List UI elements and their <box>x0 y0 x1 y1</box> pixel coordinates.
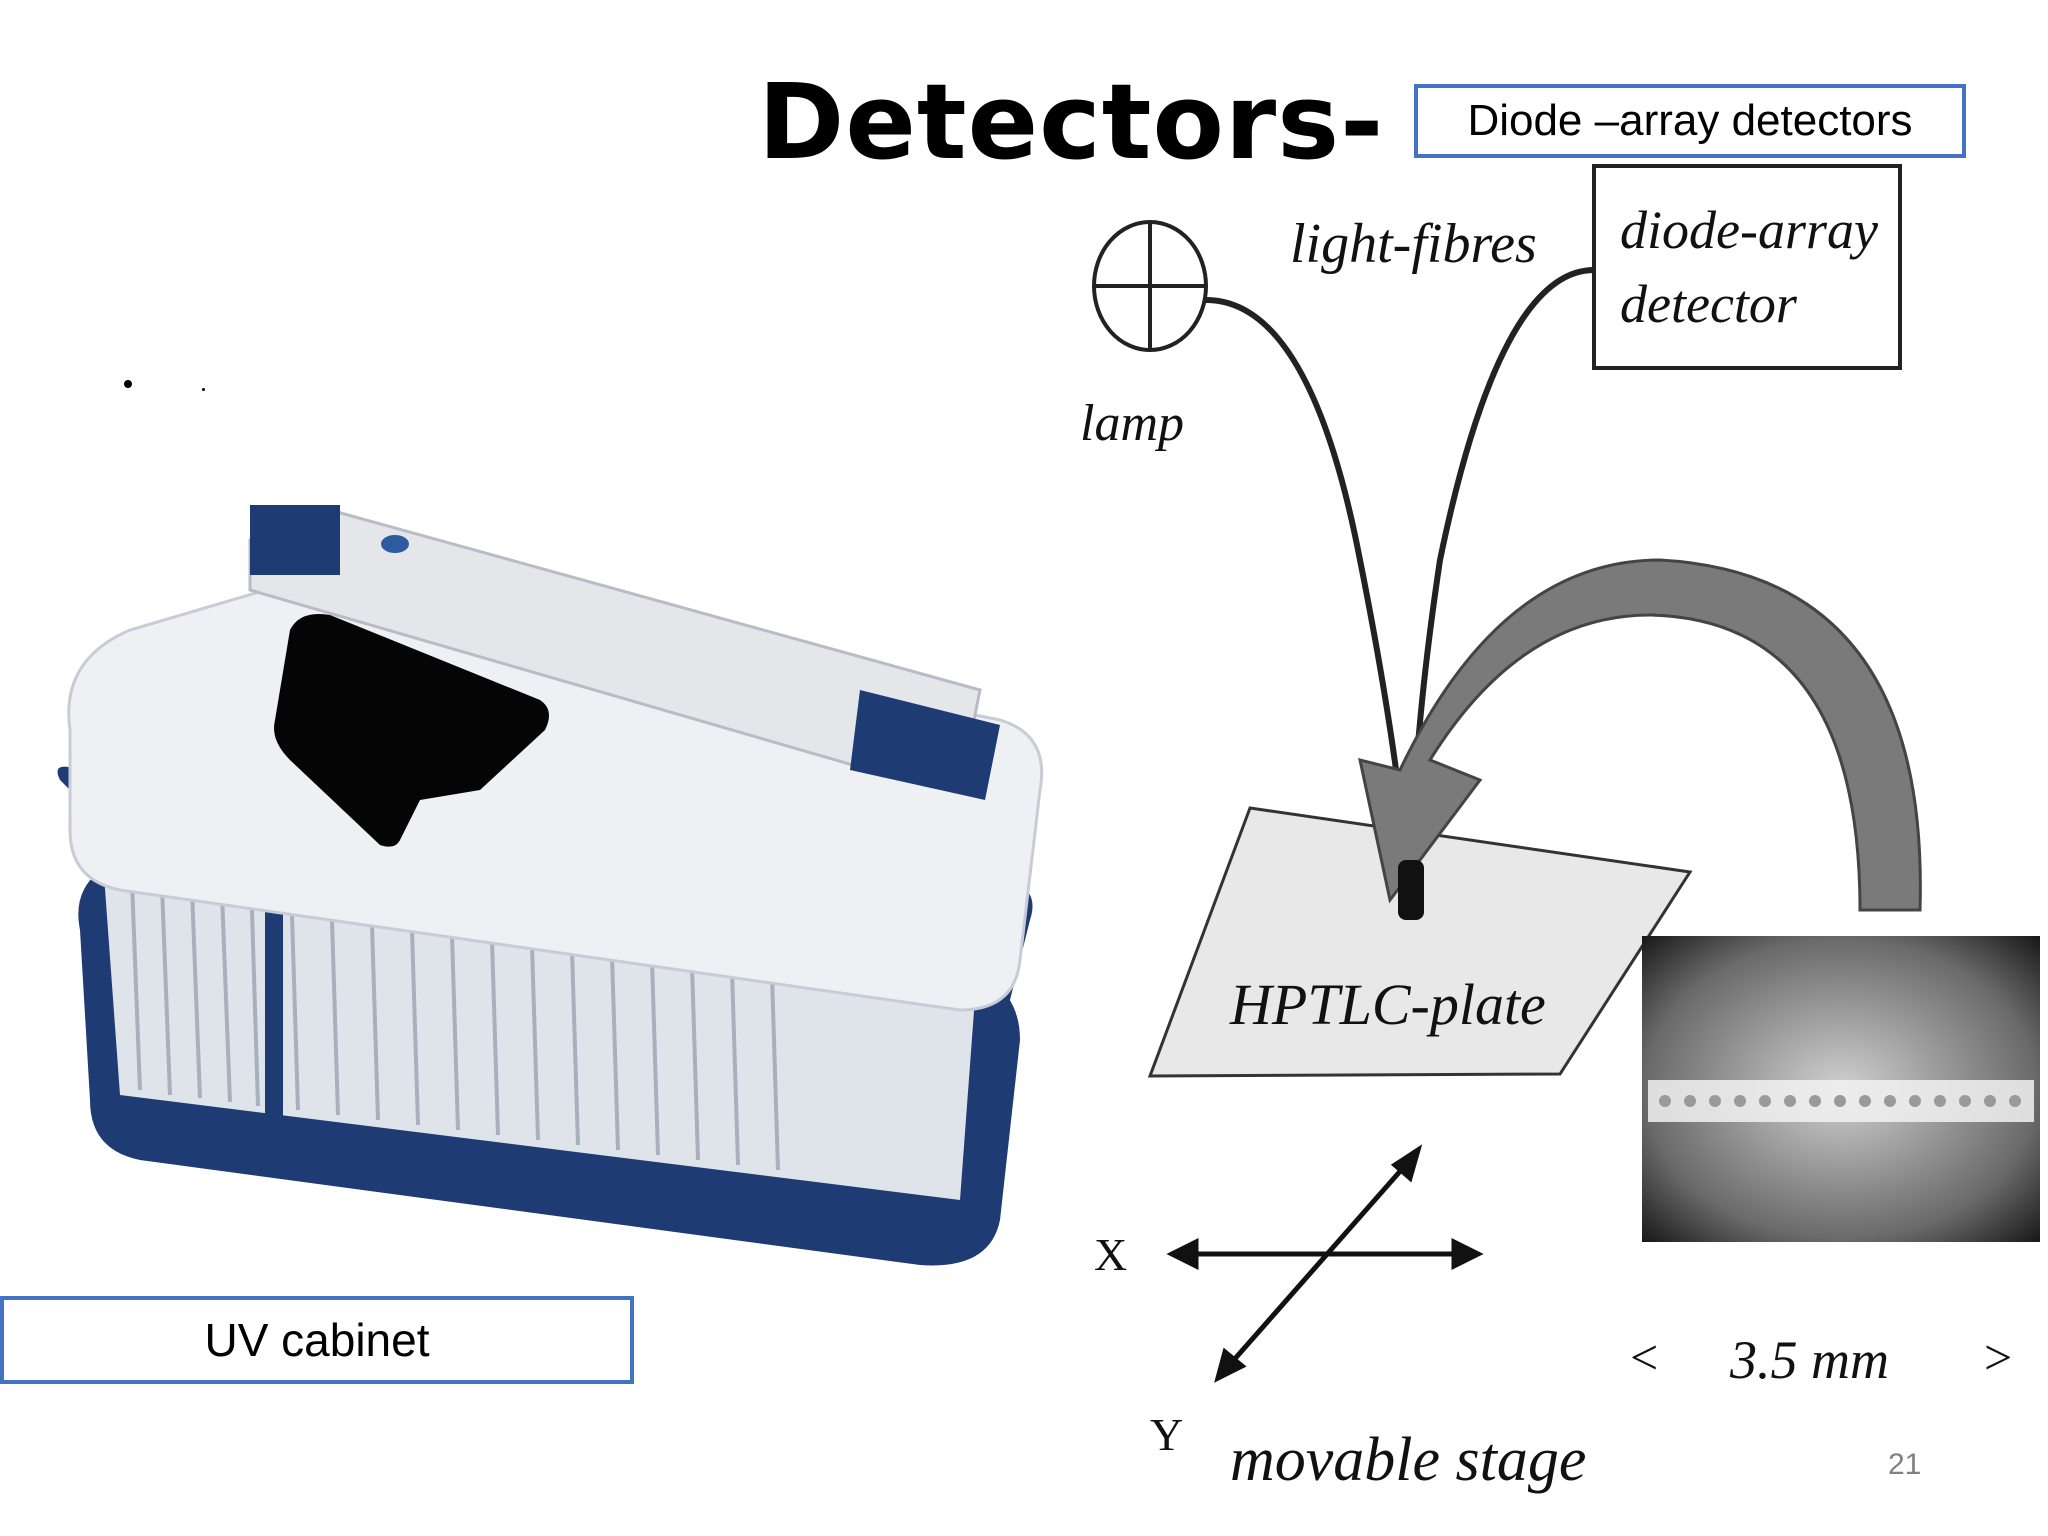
scale-open: < <box>1630 1329 1658 1385</box>
plate-micrograph <box>1642 936 2040 1242</box>
axis-y-label: Y <box>1150 1409 1183 1460</box>
lamp-icon <box>1092 220 1208 352</box>
diode-array-callout: Diode –array detectors <box>1414 84 1966 158</box>
detector-label-line2: detector <box>1620 274 1798 334</box>
light-fibres-label: light-fibres <box>1290 213 1537 275</box>
detector-box <box>1592 164 1902 370</box>
uv-cabinet-callout: UV cabinet <box>0 1296 634 1384</box>
scale-close: > <box>1984 1329 2012 1385</box>
stage-axes <box>1166 1144 1484 1383</box>
stage-label: movable stage <box>1230 1426 1586 1494</box>
bullet-dot-small <box>202 388 205 391</box>
lamp-label: lamp <box>1080 395 1184 452</box>
axis-x-label: X <box>1094 1229 1127 1280</box>
curved-arrow <box>1358 558 1922 912</box>
diode-array-callout-text: Diode –array detectors <box>1467 96 1913 145</box>
plate-label: HPTLC-plate <box>1229 972 1546 1037</box>
slide-title: Detectors- <box>758 61 1385 183</box>
detector-label-line1: diode-array <box>1620 200 1878 260</box>
page-number: 21 <box>1888 1448 1922 1481</box>
bullet-dot <box>124 380 132 388</box>
uv-cabinet-callout-text: UV cabinet <box>204 1314 430 1366</box>
hptlc-plate <box>1147 806 1693 1078</box>
scale-value: 3.5 mm <box>1729 1330 1889 1390</box>
